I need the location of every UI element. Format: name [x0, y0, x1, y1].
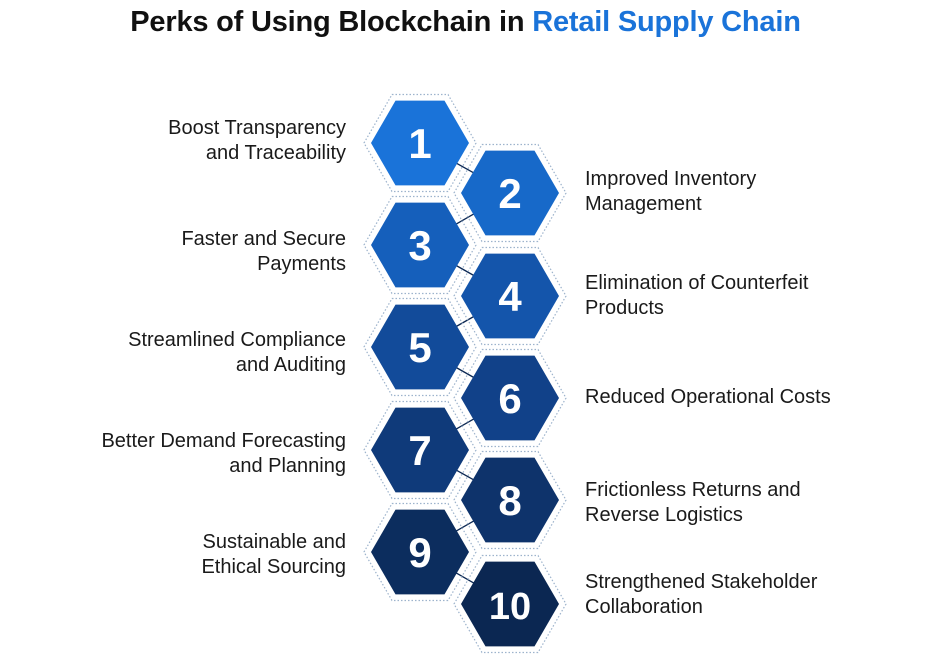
hexagon-fill	[461, 150, 559, 236]
hexagon-outline	[363, 400, 477, 500]
hexagon-fill	[461, 561, 559, 647]
step-number-1: 1	[408, 120, 431, 167]
step-hexagon-3: 3	[363, 195, 477, 295]
step-label-10: Strengthened Stakeholder Collaboration	[585, 571, 818, 618]
hexagon-outline	[363, 297, 477, 397]
hexagon-outline	[363, 195, 477, 295]
step-label-2: Improved Inventory Management	[585, 168, 757, 215]
step-number-3: 3	[408, 222, 431, 269]
step-hexagon-9: 9	[363, 502, 477, 602]
page-title: Perks of Using Blockchain in Retail Supp…	[0, 6, 931, 39]
step-number-7: 7	[408, 427, 431, 474]
step-label-3: Faster and Secure Payments	[181, 228, 346, 275]
title-accent: Retail Supply Chain	[532, 6, 801, 38]
hexagon-fill	[461, 355, 559, 441]
title-main: Perks of Using Blockchain in	[130, 6, 525, 38]
step-label-4: Elimination of Counterfeit Products	[585, 272, 809, 319]
step-hexagon-10: 10	[453, 554, 567, 654]
step-hexagon-4: 4	[453, 246, 567, 346]
step-hexagon-7: 7	[363, 400, 477, 500]
step-hexagon-6: 6	[453, 348, 567, 448]
step-number-2: 2	[498, 170, 521, 217]
hexagon-outline	[363, 93, 477, 193]
hexagon-outline	[453, 246, 567, 346]
step-number-4: 4	[498, 273, 522, 320]
step-label-9: Sustainable and Ethical Sourcing	[201, 531, 346, 578]
hexagon-fill	[371, 100, 469, 186]
hexagon-outline	[453, 554, 567, 654]
hexagon-fill	[371, 304, 469, 390]
hexagon-fill	[461, 253, 559, 339]
hexagon-fill	[371, 509, 469, 595]
step-number-10: 10	[489, 586, 531, 628]
hexagon-outline	[453, 143, 567, 243]
step-number-9: 9	[408, 529, 431, 576]
step-number-8: 8	[498, 477, 521, 524]
step-label-5: Streamlined Compliance and Auditing	[128, 329, 346, 376]
hexagon-outline	[453, 348, 567, 448]
step-hexagon-8: 8	[453, 450, 567, 550]
hexagon-fill	[371, 202, 469, 288]
step-label-7: Better Demand Forecasting and Planning	[101, 430, 346, 477]
step-hexagon-5: 5	[363, 297, 477, 397]
step-label-8: Frictionless Returns and Reverse Logisti…	[585, 479, 801, 526]
hexagon-outline	[453, 450, 567, 550]
step-label-6: Reduced Operational Costs	[585, 386, 831, 408]
step-number-6: 6	[498, 375, 521, 422]
step-number-5: 5	[408, 324, 431, 371]
hexagon-fill	[461, 457, 559, 543]
hexagon-outline	[363, 502, 477, 602]
step-hexagon-2: 2	[453, 143, 567, 243]
step-hexagon-1: 1	[363, 93, 477, 193]
step-label-1: Boost Transparency and Traceability	[168, 117, 346, 164]
hexagon-fill	[371, 407, 469, 493]
